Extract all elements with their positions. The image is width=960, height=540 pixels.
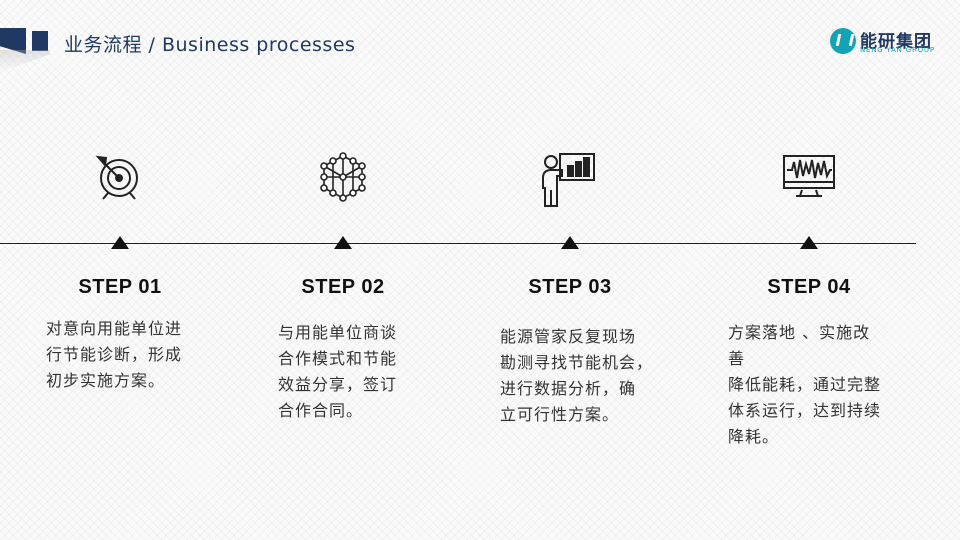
step-4-line-3: 降低能耗，通过完整 [728, 375, 882, 394]
step-3-line-1: 能源管家反复现场 [500, 327, 637, 346]
step-3-line-2: 勘测寻找节能机会， [500, 353, 654, 372]
company-logo: 能研集团 NENG YAN GROUP [830, 26, 934, 58]
step-2-line-1: 与用能单位商谈 [278, 323, 398, 342]
step-description-1: 对意向用能单位进 行节能诊断，形成 初步实施方案。 [46, 316, 182, 394]
step-1-line-2: 行节能诊断，形成 [46, 345, 183, 364]
step-2-line-4: 合作合同。 [278, 401, 364, 420]
step-description-4: 方案落地 、实施改 善 降低能耗，通过完整 体系运行，达到持续 降耗。 [728, 320, 881, 450]
step-description-3: 能源管家反复现场 勘测寻找节能机会， 进行数据分析，确 立可行性方案。 [500, 324, 653, 428]
step-4-line-5: 降耗。 [728, 427, 780, 446]
timeline-marker-3 [561, 236, 579, 249]
step-3-line-4: 立可行性方案。 [500, 405, 620, 424]
step-4-line-4: 体系运行，达到持续 [728, 401, 882, 420]
step-1-line-1: 对意向用能单位进 [46, 319, 183, 338]
page-title: 业务流程 / Business processes [64, 34, 356, 56]
step-label-3: STEP 03 [528, 276, 612, 298]
header-accent-block-small [32, 31, 48, 51]
step-label-4: STEP 04 [767, 276, 851, 298]
timeline-line [0, 243, 916, 244]
step-1-line-3: 初步实施方案。 [46, 371, 166, 390]
logo-subtext: NENG YAN GROUP [860, 46, 935, 54]
logo-mark-icon [830, 28, 856, 54]
network-cube-icon [318, 152, 368, 202]
step-4-line-2: 善 [728, 349, 746, 368]
step-2-line-2: 合作模式和节能 [278, 349, 398, 368]
step-description-2: 与用能单位商谈 合作模式和节能 效益分享，签订 合作合同。 [278, 320, 397, 424]
header-accent-shadow [0, 50, 50, 72]
timeline-marker-2 [334, 236, 352, 249]
target-icon [94, 152, 144, 202]
timeline-marker-4 [800, 236, 818, 249]
step-4-line-1: 方案落地 、实施改 [728, 323, 871, 342]
step-3-line-3: 进行数据分析，确 [500, 379, 637, 398]
presenter-chart-icon [540, 150, 598, 210]
timeline-marker-1 [111, 236, 129, 249]
monitor-waveform-icon [782, 154, 836, 198]
step-label-1: STEP 01 [78, 276, 162, 298]
step-label-2: STEP 02 [301, 276, 385, 298]
logo-text: 能研集团 [860, 32, 932, 52]
step-2-line-3: 效益分享，签订 [278, 375, 398, 394]
